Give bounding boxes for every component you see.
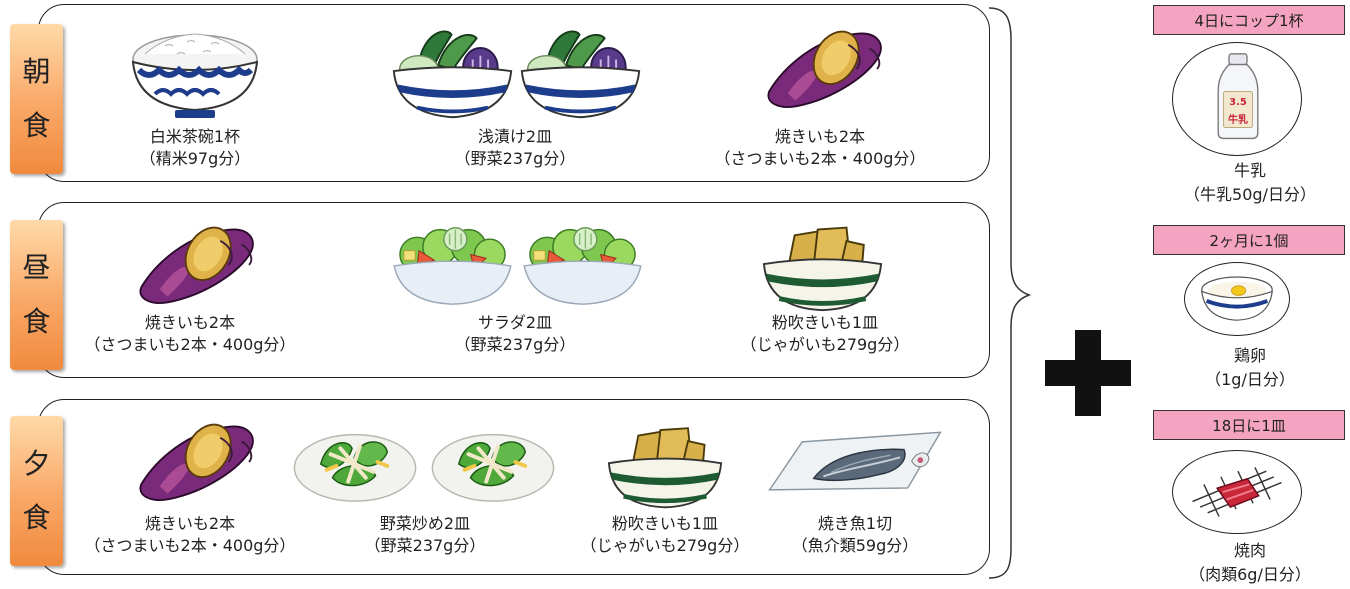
food-item: 粉吹きいも1皿 （じゃがいも279g分） bbox=[565, 405, 765, 573]
plus-icon bbox=[1045, 330, 1131, 416]
frequency-badge: 18日に1皿 bbox=[1153, 410, 1345, 440]
extra-name: 牛乳 bbox=[1233, 161, 1266, 180]
food-name: 粉吹きいも1皿 bbox=[771, 313, 879, 332]
meal-tab-breakfast: 朝 食 bbox=[10, 24, 63, 174]
food-detail: （さつまいも2本・400g分） bbox=[714, 149, 926, 168]
salad-bowl-icon bbox=[520, 222, 645, 308]
food-item: 浅漬け2皿 （野菜237g分） bbox=[390, 10, 640, 180]
extra-detail: （肉類6g/日分） bbox=[1189, 565, 1311, 584]
milk-label-bottom: 牛乳 bbox=[1228, 115, 1248, 126]
roasted-sweet-potato-icon bbox=[132, 417, 262, 505]
food-detail: （さつまいも2本・400g分） bbox=[84, 536, 296, 555]
food-detail: （じゃがいも279g分） bbox=[740, 335, 910, 354]
stir-fried-vegetables-icon bbox=[290, 419, 420, 507]
frequency-badge: 4日にコップ1杯 bbox=[1153, 5, 1345, 35]
food-name: 焼き魚1切 bbox=[817, 514, 893, 533]
milk-label-top: 3.5 bbox=[1229, 97, 1247, 108]
grilled-fish-icon bbox=[762, 415, 948, 511]
extra-name: 焼肉 bbox=[1233, 541, 1266, 560]
food-item: サラダ2皿 （野菜237g分） bbox=[390, 208, 640, 376]
food-name: 白米茶碗1杯 bbox=[149, 127, 241, 146]
meal-tab-dinner: 夕 食 bbox=[10, 416, 63, 566]
meal-label-char: 食 bbox=[22, 305, 51, 338]
stir-fried-vegetables-icon bbox=[428, 419, 558, 507]
food-name: サラダ2皿 bbox=[477, 313, 553, 332]
meat-ellipse bbox=[1172, 450, 1302, 534]
food-name: 焼きいも2本 bbox=[144, 514, 236, 533]
food-item: 焼きいも2本 （さつまいも2本・400g分） bbox=[70, 405, 310, 573]
food-detail: （精米97g分） bbox=[139, 149, 251, 168]
steamed-potato-bowl-icon bbox=[760, 218, 885, 314]
food-name: 粉吹きいも1皿 bbox=[611, 514, 719, 533]
pickles-bowl-icon bbox=[518, 24, 643, 122]
steamed-potato-bowl-icon bbox=[603, 419, 727, 511]
roasted-sweet-potato-icon bbox=[132, 220, 262, 308]
egg-bowl-icon bbox=[1197, 267, 1277, 327]
meal-label-char: 昼 bbox=[22, 251, 51, 284]
food-item: 焼きいも2本 （さつまいも2本・400g分） bbox=[70, 208, 310, 376]
food-item: 白米茶碗1杯 （精米97g分） bbox=[100, 10, 290, 180]
food-item: 焼き魚1切 （魚介類59g分） bbox=[760, 405, 950, 573]
pickles-bowl-icon bbox=[390, 24, 515, 122]
food-detail: （さつまいも2本・400g分） bbox=[84, 335, 296, 354]
food-detail: （じゃがいも279g分） bbox=[580, 536, 750, 555]
food-name: 浅漬け2皿 bbox=[477, 127, 553, 146]
extra-detail: （1g/日分） bbox=[1205, 370, 1295, 389]
meal-tab-lunch: 昼 食 bbox=[10, 220, 63, 370]
food-item: 焼きいも2本 （さつまいも2本・400g分） bbox=[700, 10, 940, 180]
food-item: 粉吹きいも1皿 （じゃがいも279g分） bbox=[710, 208, 940, 376]
food-detail: （野菜237g分） bbox=[364, 536, 486, 555]
food-name: 野菜炒め2皿 bbox=[379, 514, 471, 533]
roasted-sweet-potato-icon bbox=[760, 24, 890, 112]
right-brace-icon bbox=[988, 7, 1032, 579]
rice-bowl-icon bbox=[125, 14, 265, 124]
salad-bowl-icon bbox=[390, 222, 515, 308]
food-item: 野菜炒め2皿 （野菜237g分） bbox=[290, 405, 560, 573]
food-detail: （野菜237g分） bbox=[454, 149, 576, 168]
meal-label-char: 夕 bbox=[22, 447, 51, 480]
egg-ellipse bbox=[1184, 262, 1290, 336]
grilled-meat-icon bbox=[1185, 463, 1289, 521]
extra-name: 鶏卵 bbox=[1233, 346, 1266, 365]
extra-detail: （牛乳50g/日分） bbox=[1184, 185, 1316, 204]
food-name: 焼きいも2本 bbox=[774, 127, 866, 146]
frequency-badge: 2ヶ月に1個 bbox=[1153, 225, 1345, 255]
food-detail: （魚介類59g分） bbox=[791, 536, 919, 555]
food-name: 焼きいも2本 bbox=[144, 313, 236, 332]
meal-label-char: 食 bbox=[22, 109, 51, 142]
milk-ellipse: 3.5 牛乳 bbox=[1172, 42, 1302, 156]
meal-label-char: 食 bbox=[22, 501, 51, 534]
meal-label-char: 朝 bbox=[22, 55, 51, 88]
food-detail: （野菜237g分） bbox=[454, 335, 576, 354]
